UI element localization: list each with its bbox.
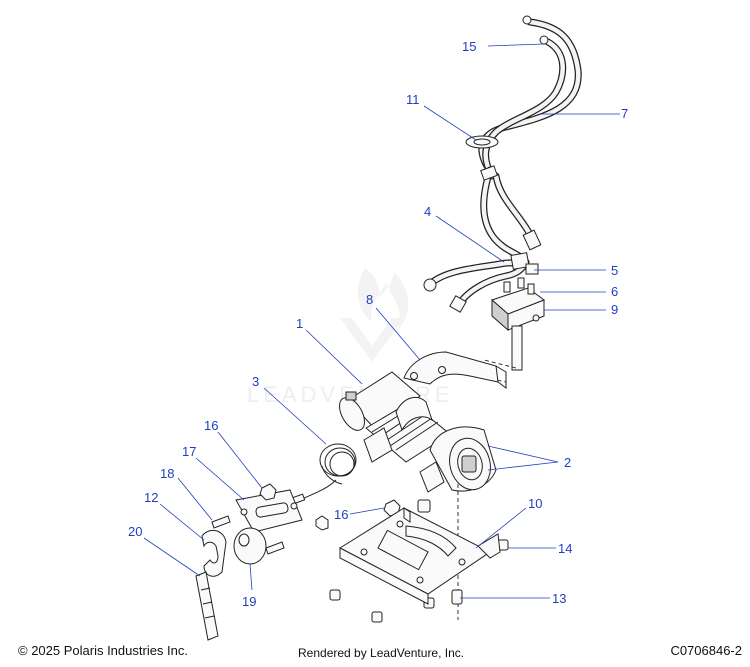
callout-10: 10 — [528, 496, 542, 511]
callout-5: 5 — [611, 263, 618, 278]
callout-6: 6 — [611, 284, 618, 299]
callout-7: 7 — [621, 106, 628, 121]
callout-16-upper: 16 — [204, 418, 218, 433]
control-cable-assembly — [423, 252, 539, 313]
callout-9: 9 — [611, 302, 618, 317]
callout-labels: 15 11 7 4 5 6 9 8 1 2 3 16 16 17 18 12 2… — [128, 39, 628, 609]
callout-17: 17 — [182, 444, 196, 459]
callout-20: 20 — [128, 524, 142, 539]
leader-lines — [143, 43, 620, 599]
winch-assembly — [339, 371, 497, 620]
hook-strap — [195, 571, 219, 641]
callout-13: 13 — [552, 591, 566, 606]
callout-4: 4 — [424, 204, 431, 219]
callout-8: 8 — [366, 292, 373, 307]
callout-1: 1 — [296, 316, 303, 331]
leadventure-watermark-logo: LEADVENTURE — [247, 268, 450, 407]
callout-11: 11 — [406, 92, 420, 107]
callout-2: 2 — [564, 455, 571, 470]
winch-mounting-plate — [338, 507, 501, 605]
callout-14: 14 — [558, 541, 572, 556]
winch-rope-coil — [290, 443, 357, 505]
contactor-assembly — [477, 277, 546, 383]
winch-hook — [201, 529, 227, 577]
callout-3: 3 — [252, 374, 259, 389]
rendered-by-text: Rendered by LeadVenture, Inc. — [298, 646, 465, 660]
hook-stopper — [233, 527, 267, 565]
nut-16-upper — [259, 483, 277, 501]
battery-cable-assembly — [465, 15, 582, 262]
callout-16-lower: 16 — [334, 507, 348, 522]
callout-12: 12 — [144, 490, 158, 505]
contactor-mounting-bracket — [403, 351, 507, 389]
callout-15: 15 — [462, 39, 476, 54]
callout-18: 18 — [160, 466, 174, 481]
callout-19: 19 — [242, 594, 256, 609]
copyright-text: © 2025 Polaris Industries Inc. — [18, 643, 188, 658]
figure-code: C0706846-2 — [670, 643, 742, 658]
